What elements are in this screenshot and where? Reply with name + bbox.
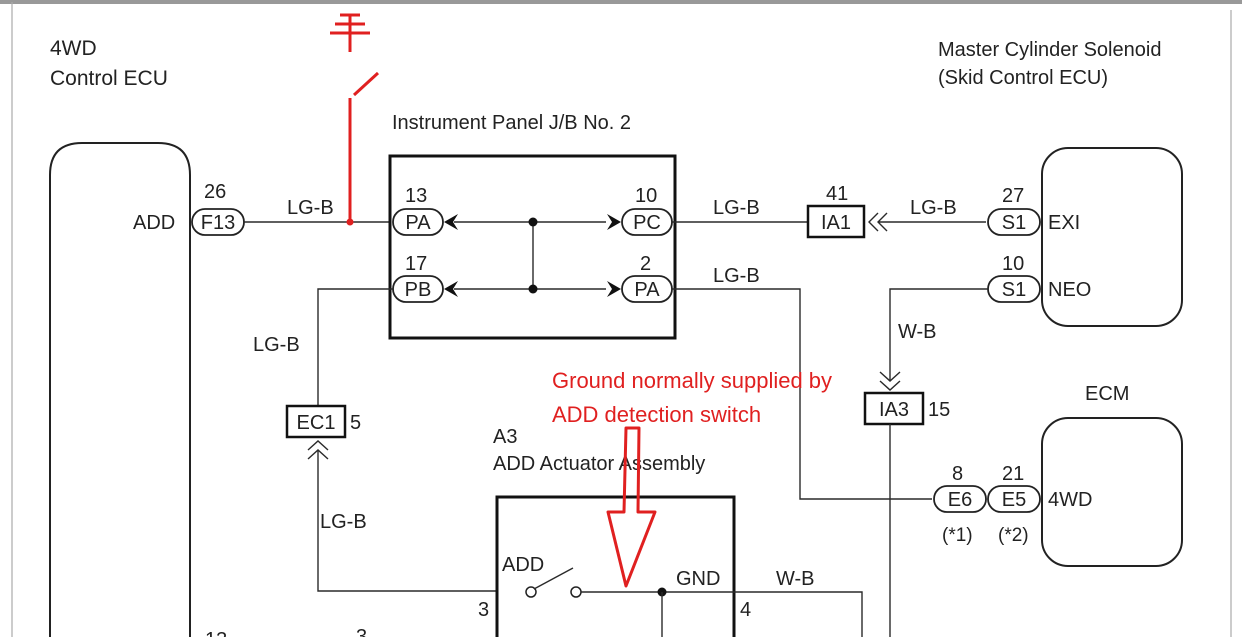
master-cylinder-exi-label: EXI — [1048, 212, 1080, 234]
connector-s1-neo-pin: 10 — [1002, 253, 1024, 275]
connector-ec1-pin: 5 — [350, 412, 361, 434]
connector-ia1-shape — [806, 204, 866, 239]
wire-ec1-to-actuator — [317, 450, 526, 592]
wire-label-lgb-6: LG-B — [320, 511, 367, 533]
control-ecu: 4WD Control ECU ADD — [49, 37, 191, 637]
connector-ia1: 41 IA1 — [806, 183, 888, 239]
connector-ia3-pin: 15 — [928, 399, 950, 421]
control-ecu-body — [49, 142, 191, 637]
connector-e6-code: E6 — [948, 489, 972, 511]
connector-f13-code: F13 — [201, 212, 235, 234]
connector-pa-left-code: PA — [405, 212, 431, 234]
annotation-arrow — [606, 426, 657, 588]
control-ecu-title-2: Control ECU — [50, 67, 168, 90]
master-cylinder-body — [1041, 147, 1183, 327]
connector-pa-left-pin: 13 — [405, 185, 427, 207]
connector-e6-shape — [933, 485, 987, 513]
actuator-switch-label: ADD — [502, 554, 544, 576]
wire-pb-to-ec1 — [317, 288, 393, 405]
wire-pa-to-e6 — [672, 288, 932, 500]
wire-label-lgb-5: LG-B — [253, 334, 300, 356]
junction-block-title: Instrument Panel J/B No. 2 — [392, 112, 631, 134]
connector-pc-pin: 10 — [635, 185, 657, 207]
annotation-line-2: ADD detection switch — [552, 402, 761, 427]
connector-ec1-shape — [285, 404, 347, 439]
ecm-4wd-label: 4WD — [1048, 489, 1092, 511]
actuator-pin-right: 4 — [740, 599, 751, 621]
connector-ia3-code: IA3 — [879, 399, 909, 421]
connector-ec1-code: EC1 — [297, 412, 336, 434]
wire-label-lgb-3: LG-B — [910, 197, 957, 219]
connector-f13: 26 F13 — [191, 181, 245, 236]
control-ecu-title-1: 4WD — [50, 37, 97, 60]
connector-e5-note: (*2) — [998, 525, 1029, 546]
control-ecu-add-label: ADD — [133, 212, 175, 234]
connector-ec1: EC1 5 — [285, 404, 361, 439]
connector-f13-pin: 26 — [204, 181, 226, 203]
connector-s1-exi-shape — [987, 208, 1041, 236]
bottom-pin-mid: 3 — [356, 626, 367, 637]
actuator-code: A3 — [493, 426, 517, 448]
master-cylinder-title-2: (Skid Control ECU) — [938, 67, 1108, 89]
connector-ia1-code: IA1 — [821, 212, 851, 234]
annotation-line-1: Ground normally supplied by — [552, 368, 832, 393]
connector-pb-code: PB — [405, 279, 432, 301]
wire-label-lgb-4: LG-B — [713, 265, 760, 287]
connector-s1-neo-code: S1 — [1002, 279, 1026, 301]
wire-label-wb-2: W-B — [776, 568, 815, 590]
connector-e5-code: E5 — [1002, 489, 1026, 511]
connector-e6-note: (*1) — [942, 525, 973, 546]
connector-pb-pin: 17 — [405, 253, 427, 275]
actuator-pin-left: 3 — [478, 599, 489, 621]
connector-pc-code: PC — [633, 212, 661, 234]
connector-s1-exi-code: S1 — [1002, 212, 1026, 234]
red-annotation: Ground normally supplied by ADD detectio… — [552, 368, 832, 588]
actuator-title: ADD Actuator Assembly — [493, 453, 705, 475]
wire-label-lgb-1: LG-B — [287, 197, 334, 219]
ecm-title: ECM — [1085, 383, 1129, 405]
master-cylinder-title-1: Master Cylinder Solenoid — [938, 39, 1161, 61]
wire-label-wb-1: W-B — [898, 321, 937, 343]
connector-pa-left-shape — [392, 208, 444, 236]
connector-pa-right-pin: 2 — [640, 253, 651, 275]
actuator-assembly: A3 ADD Actuator Assembly ADD GND 3 4 — [478, 426, 751, 637]
red-ground-switch — [330, 13, 380, 226]
junction-block: Instrument Panel J/B No. 2 13 PA 10 PC 1… — [388, 112, 677, 340]
actuator-body — [495, 495, 736, 637]
connector-ia3: IA3 15 — [863, 391, 950, 426]
connector-e5-shape — [987, 485, 1041, 513]
actuator-gnd-label: GND — [676, 568, 720, 590]
connector-ia1-pin: 41 — [826, 183, 848, 205]
connector-pa-right-code: PA — [634, 279, 660, 301]
master-cylinder-neo-label: NEO — [1048, 279, 1091, 301]
bottom-pin-left: 13 — [205, 629, 227, 637]
connector-s1-exi-pin: 27 — [1002, 185, 1024, 207]
connector-ia3-shape — [863, 391, 925, 426]
ecm-body — [1041, 417, 1183, 567]
wire-neo-to-ia3 — [889, 288, 988, 380]
master-cylinder-solenoid: Master Cylinder Solenoid (Skid Control E… — [938, 39, 1183, 327]
connector-e6-pin: 8 — [952, 463, 963, 485]
connector-e5-pin: 21 — [1002, 463, 1024, 485]
wire-gnd-wb — [734, 591, 863, 637]
ecm: ECM 4WD 8 E6 (*1) 21 E5 (*2) — [933, 383, 1183, 567]
wire-label-lgb-2: LG-B — [713, 197, 760, 219]
